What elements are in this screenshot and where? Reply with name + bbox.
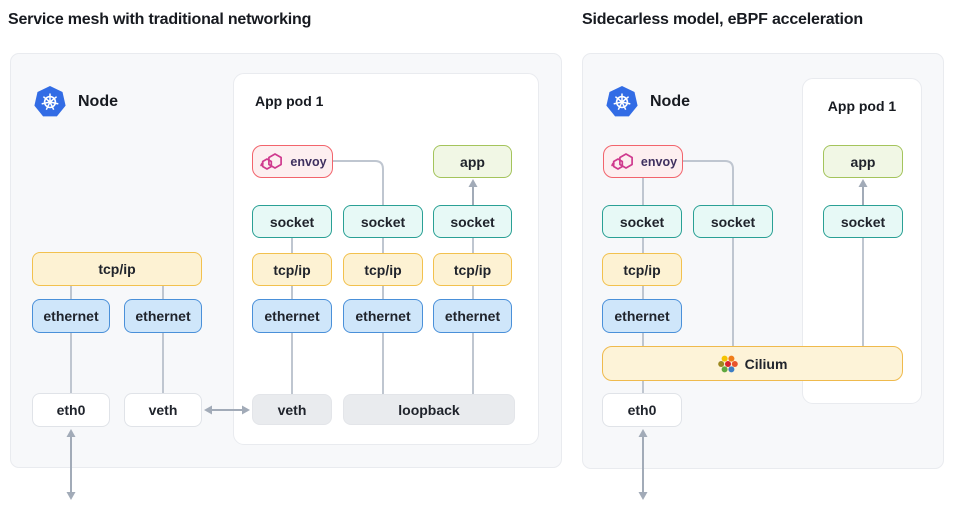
- box-cilium: Cilium: [602, 346, 903, 381]
- left-pod-label: App pod 1: [255, 93, 324, 109]
- envoy-label: envoy: [290, 154, 327, 169]
- box-socket: socket: [343, 205, 423, 238]
- box-socket: socket: [252, 205, 332, 238]
- box-ethernet: ethernet: [433, 299, 512, 333]
- left-diagram-title: Service mesh with traditional networking: [8, 11, 312, 28]
- box-envoy: envoy: [252, 145, 333, 178]
- box-app: app: [433, 145, 512, 178]
- left-node-label: Node: [78, 93, 118, 110]
- right-node-label: Node: [650, 93, 690, 110]
- box-ethernet: ethernet: [602, 299, 682, 333]
- box-eth0: eth0: [602, 393, 682, 427]
- box-loopback: loopback: [343, 394, 515, 425]
- box-socket: socket: [823, 205, 903, 238]
- box-tcpip: tcp/ip: [252, 253, 332, 286]
- box-tcpip: tcp/ip: [433, 253, 512, 286]
- box-veth: veth: [124, 393, 202, 427]
- kubernetes-icon: [34, 86, 66, 117]
- box-envoy: envoy: [603, 145, 683, 178]
- box-app: app: [823, 145, 903, 178]
- box-socket: socket: [602, 205, 682, 238]
- box-veth: veth: [252, 394, 332, 425]
- cilium-label: Cilium: [744, 355, 788, 372]
- kubernetes-icon: [606, 86, 638, 117]
- box-ethernet: ethernet: [252, 299, 332, 333]
- envoy-label: envoy: [640, 154, 678, 169]
- envoy-icon: [611, 152, 633, 170]
- box-socket: socket: [693, 205, 773, 238]
- box-socket: socket: [433, 205, 512, 238]
- cilium-icon: [717, 355, 738, 372]
- box-tcpip: tcp/ip: [343, 253, 423, 286]
- right-diagram-title: Sidecarless model, eBPF acceleration: [582, 11, 863, 28]
- box-eth0: eth0: [32, 393, 110, 427]
- box-ethernet: ethernet: [32, 299, 110, 333]
- box-ethernet: ethernet: [124, 299, 202, 333]
- right-pod-label: App pod 1: [827, 98, 897, 114]
- envoy-icon: [260, 152, 283, 170]
- box-tcpip: tcp/ip: [602, 253, 682, 286]
- box-ethernet: ethernet: [343, 299, 423, 333]
- box-tcpip: tcp/ip: [32, 252, 202, 286]
